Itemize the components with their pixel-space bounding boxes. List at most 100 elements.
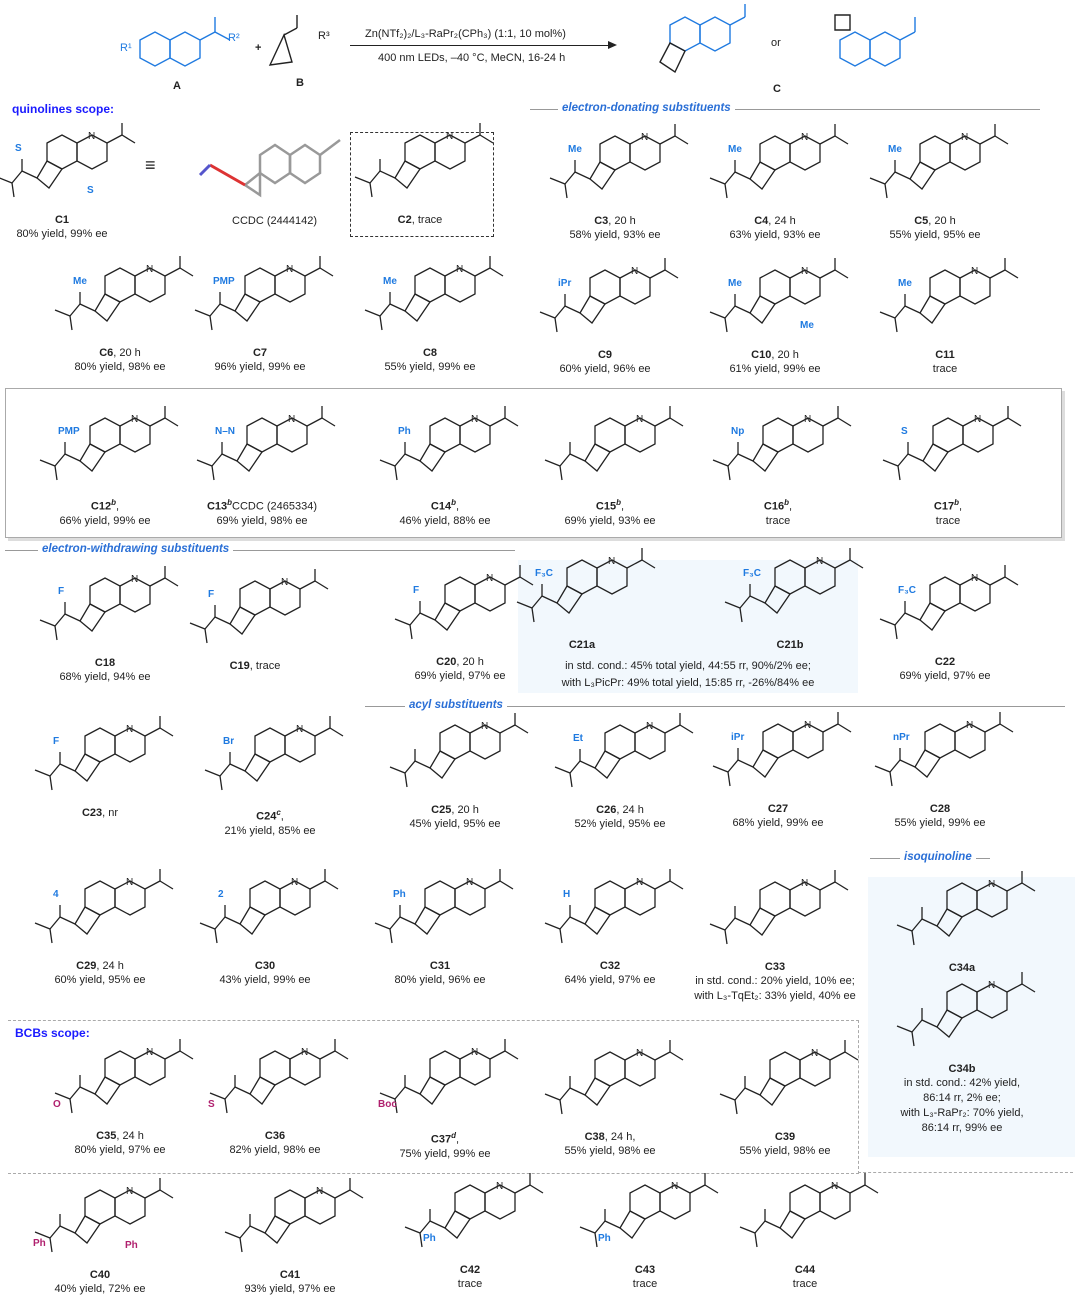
product-structure <box>659 4 746 74</box>
chemical-structure <box>180 569 330 659</box>
c2-dashed-box <box>350 132 494 237</box>
divider <box>858 1172 1073 1174</box>
substituent-label: N–N <box>215 426 236 437</box>
chemical-structure <box>370 1039 520 1129</box>
isoquinoline-box <box>868 877 1075 1157</box>
compound-note: , 20 h <box>456 656 484 668</box>
compound-id: C22 <box>934 656 956 668</box>
compound-id: C5 <box>914 215 929 227</box>
substituent-label: F <box>413 585 420 596</box>
compound-result: 55% yield, 98% ee <box>564 1145 656 1157</box>
compound-id: C36 <box>264 1130 286 1142</box>
compound-label: C35, 24 h <box>35 1129 205 1143</box>
compound-result: trace <box>765 514 791 527</box>
compound-label: C20, 20 h <box>375 655 545 669</box>
condition-catalyst: Zn(NTf₂)₂/L₃-RaPr₂(CPh₃) (1:1, 10 mol%) <box>365 28 566 40</box>
chemical-structure <box>700 258 850 348</box>
compound-id: C24 <box>256 810 277 823</box>
spiro-products-box <box>5 388 1062 538</box>
compound-note: , <box>621 500 625 513</box>
compound-note: , <box>456 1133 460 1146</box>
compound-id: C15 <box>595 500 617 513</box>
chemical-structure <box>507 548 657 638</box>
compound-id: C9 <box>597 349 613 361</box>
compound-id: C17 <box>933 500 955 513</box>
compound-id: C26 <box>596 804 617 816</box>
compound-note: , 24 h <box>96 960 124 972</box>
compound-result: 86:14 rr, 99% ee <box>921 1122 1003 1134</box>
equivalence-sign: ≡ <box>145 155 156 175</box>
chemical-structure <box>545 713 695 803</box>
compound-note: CCDC (2465334) <box>232 500 318 513</box>
compound-result: 96% yield, 99% ee <box>214 361 306 373</box>
chemical-structure <box>703 406 853 496</box>
compound-result: 80% yield, 96% ee <box>394 974 486 986</box>
compound-result: in std. cond.: 20% yield, 10% ee; <box>695 975 855 987</box>
compound-result: 55% yield, 98% ee <box>739 1145 831 1157</box>
compound-id: C13 <box>206 500 228 513</box>
substituent-label: Me <box>73 276 87 287</box>
compound-id: C29 <box>76 960 97 972</box>
compound-note: , trace <box>411 214 443 226</box>
bcb-reactant-structure <box>268 15 298 66</box>
substituent-label: Me <box>728 144 742 155</box>
compound-label: C12b, <box>20 496 190 514</box>
compound-result: 60% yield, 95% ee <box>54 974 146 986</box>
chemical-structure <box>540 124 690 214</box>
compound-id: C34a <box>948 962 976 974</box>
compound-label: C30 <box>180 959 350 973</box>
compound-result: 64% yield, 97% ee <box>564 974 656 986</box>
compound-result: 68% yield, 99% ee <box>732 817 824 829</box>
substituent-label: Ph <box>125 1240 138 1251</box>
c21-regioisomer-box <box>518 560 858 693</box>
compound-id: C16 <box>763 500 785 513</box>
chemical-structure <box>370 406 520 496</box>
compound-id: C2 <box>397 214 412 226</box>
section-bcbs-scope: BCBs scope: <box>15 1026 90 1040</box>
compound-id: C8 <box>422 347 438 359</box>
substituent-label: iPr <box>731 732 745 743</box>
compound-id: C23 <box>81 807 103 819</box>
divider <box>5 550 515 551</box>
compound-label: C44 <box>720 1263 890 1277</box>
footnote-marker: b <box>616 498 621 507</box>
section-quinolines-scope: quinolines scope: <box>12 102 115 116</box>
compound-label: C25, 20 h <box>370 803 540 817</box>
compound-id: C43 <box>634 1264 656 1276</box>
compound-result: 69% yield, 97% ee <box>414 670 506 682</box>
substituent-label: Ph <box>393 889 406 900</box>
substituent-label: O <box>53 1099 61 1110</box>
chemical-structure <box>25 1178 175 1268</box>
footnote-marker: b <box>111 498 116 507</box>
substituent-label: Ph <box>33 1238 46 1249</box>
substituent-label: S <box>208 1099 215 1110</box>
chemical-structure <box>25 716 175 806</box>
compound-result: 46% yield, 88% ee <box>399 514 491 527</box>
compound-id: C40 <box>89 1269 111 1281</box>
compound-label: C43 <box>560 1263 730 1277</box>
plus-sign: + <box>255 42 262 54</box>
compound-label: C31 <box>355 959 525 973</box>
footnote-marker: d <box>451 1131 456 1140</box>
substituent-label: Ph <box>598 1233 611 1244</box>
chemical-structure <box>185 256 335 346</box>
c21-result-ligand: with L₃PicPr: 49% total yield, 15:85 rr,… <box>561 677 815 689</box>
c21-result-std: in std. cond.: 45% total yield, 44:55 rr… <box>565 660 811 672</box>
compound-result: 45% yield, 95% ee <box>409 818 501 830</box>
alt-product-structure <box>834 14 916 67</box>
condition-light: 400 nm LEDs, –40 °C, MeCN, 16-24 h <box>378 52 566 64</box>
compound-label: C13bCCDC (2465334) <box>177 496 347 514</box>
compound-c15: C15b,69% yield, 93% ee <box>525 406 695 529</box>
compound-id: C38 <box>584 1131 605 1143</box>
compound-label: C23, nr <box>15 806 185 820</box>
